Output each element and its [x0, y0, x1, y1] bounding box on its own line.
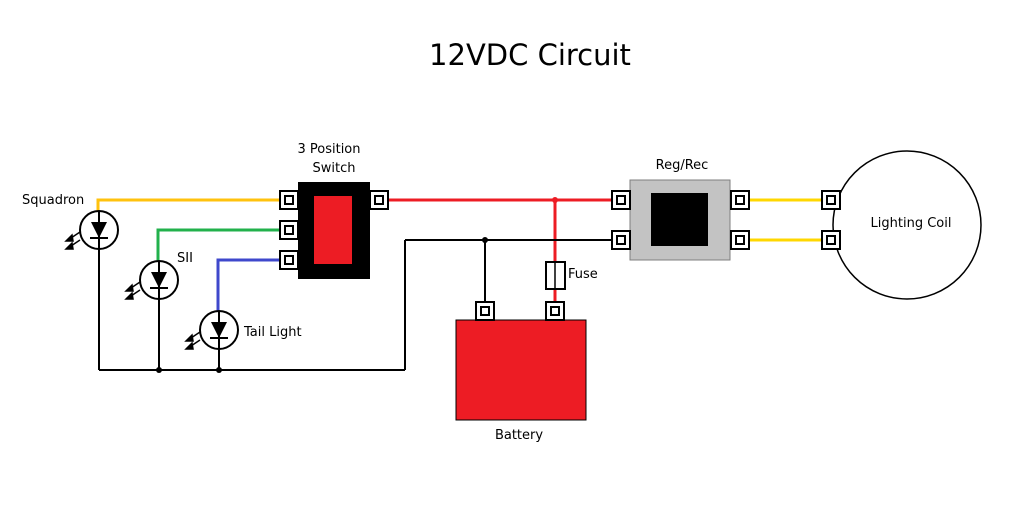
diagram-title: 12VDC Circuit [429, 38, 631, 72]
light-arrows-icon [64, 231, 81, 250]
coil-terminal [821, 230, 841, 250]
sii-lamp: SII [124, 251, 193, 300]
regrec-core [651, 193, 708, 246]
switch-rocker [314, 196, 352, 264]
regrec-terminal [730, 190, 750, 210]
diode-icon [91, 222, 107, 238]
junction-dot [216, 367, 222, 373]
switch-terminal [369, 190, 389, 210]
tail-light-lamp: Tail Light [184, 310, 302, 350]
junction-dot [552, 197, 558, 203]
regulator-rectifier: Reg/Rec [611, 158, 750, 261]
coil-terminal [821, 190, 841, 210]
lighting-coil: Lighting Coil [821, 150, 982, 300]
junction-dot [156, 367, 162, 373]
battery-terminal-negative [475, 301, 495, 321]
switch-terminal [279, 190, 299, 210]
squadron-lamp: Squadron [22, 193, 119, 250]
light-arrows-icon [124, 281, 141, 300]
switch-label-line1: 3 Position [297, 142, 360, 157]
squadron-wire [96, 198, 281, 212]
fuse: Fuse [545, 261, 598, 290]
regrec-terminal [611, 230, 631, 250]
sii-label: SII [177, 251, 193, 266]
regrec-terminal [730, 230, 750, 250]
battery-body [455, 319, 587, 421]
battery: Battery [455, 301, 587, 443]
diode-icon [211, 322, 227, 338]
tail-light-label: Tail Light [243, 325, 302, 340]
regrec-label: Reg/Rec [656, 158, 709, 173]
tail-light-wire [216, 258, 281, 312]
switch-label-line2: Switch [313, 161, 356, 176]
junction-dot [482, 237, 488, 243]
battery-label: Battery [495, 428, 543, 443]
fuse-label: Fuse [568, 267, 598, 282]
lighting-coil-circle [832, 150, 982, 300]
switch-terminal [279, 250, 299, 270]
diode-icon [151, 272, 167, 288]
wires [96, 197, 822, 373]
battery-terminal-positive [545, 301, 565, 321]
squadron-label: Squadron [22, 193, 84, 208]
light-arrows-icon [184, 331, 201, 350]
regrec-terminal [611, 190, 631, 210]
three-position-switch: 3 Position Switch [279, 142, 389, 279]
sii-wire [156, 228, 281, 262]
lighting-coil-label: Lighting Coil [871, 216, 952, 231]
switch-terminal [279, 220, 299, 240]
